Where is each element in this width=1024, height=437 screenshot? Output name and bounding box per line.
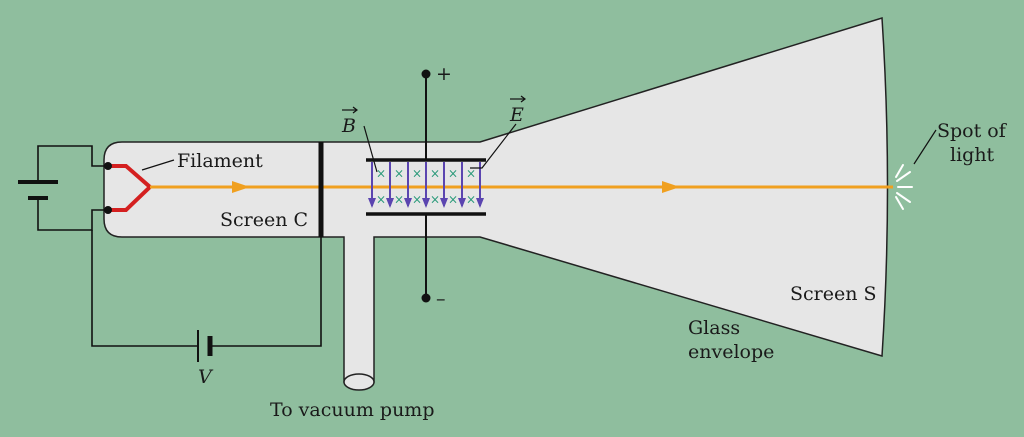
b-field-cross: ×	[376, 167, 386, 181]
e-vector-arrowhead	[520, 95, 526, 103]
filament-battery	[18, 180, 58, 200]
b-field-cross: ×	[430, 167, 440, 181]
e-field-arrowhead	[476, 198, 484, 208]
b-field-cross: ×	[430, 193, 440, 207]
filament-leader-line	[141, 159, 175, 171]
light-spot-rays	[895, 164, 913, 210]
magnetic-field-crosses: × × × × × × × × × × × ×	[376, 167, 476, 207]
glass-label-line2: envelope	[688, 341, 774, 363]
vacuum-pump-label: To vacuum pump	[270, 399, 435, 421]
b-field-cross: ×	[466, 167, 476, 181]
spot-leader-line	[913, 129, 937, 165]
beam-arrow	[662, 181, 680, 193]
b-field-cross: ×	[448, 167, 458, 181]
b-field-cross: ×	[376, 193, 386, 207]
negative-terminal	[421, 293, 431, 303]
filament-contact	[104, 206, 112, 214]
e-field-arrowhead	[458, 198, 466, 208]
glass-label-line1: Glass	[688, 317, 740, 339]
minus-label: –	[436, 288, 446, 310]
accelerating-battery	[197, 330, 213, 362]
e-leader-line	[470, 123, 517, 169]
beam-arrow	[232, 181, 250, 193]
b-field-cross: ×	[394, 167, 404, 181]
electric-field-arrows	[368, 162, 484, 208]
b-field-cross: ×	[412, 193, 422, 207]
voltage-label: V	[198, 366, 214, 388]
screen-c-label: Screen C	[220, 209, 308, 231]
b-field-cross: ×	[412, 167, 422, 181]
e-field-arrowhead	[386, 198, 394, 208]
e-field-arrowhead	[440, 198, 448, 208]
filament-contact	[104, 162, 112, 170]
e-field-arrowhead	[368, 198, 376, 208]
spot-label-line2: light	[950, 144, 995, 166]
e-field-label: E	[509, 104, 524, 126]
b-leader-line	[363, 125, 378, 173]
b-field-label: B	[341, 115, 356, 137]
glass-envelope	[103, 17, 889, 383]
circuit-wires	[37, 145, 322, 347]
e-field-arrowhead	[422, 198, 430, 208]
screen-s-label: Screen S	[790, 283, 877, 305]
filament-label: Filament	[177, 150, 263, 172]
b-field-cross: ×	[466, 193, 476, 207]
b-field-cross: ×	[448, 193, 458, 207]
b-vector-arrowhead	[352, 106, 358, 114]
vacuum-pipe-end	[343, 373, 375, 391]
plus-label: +	[436, 63, 452, 85]
b-field-cross: ×	[394, 193, 404, 207]
e-field-arrowhead	[404, 198, 412, 208]
positive-terminal	[421, 69, 431, 79]
spot-label-line1: Spot of	[937, 120, 1008, 142]
